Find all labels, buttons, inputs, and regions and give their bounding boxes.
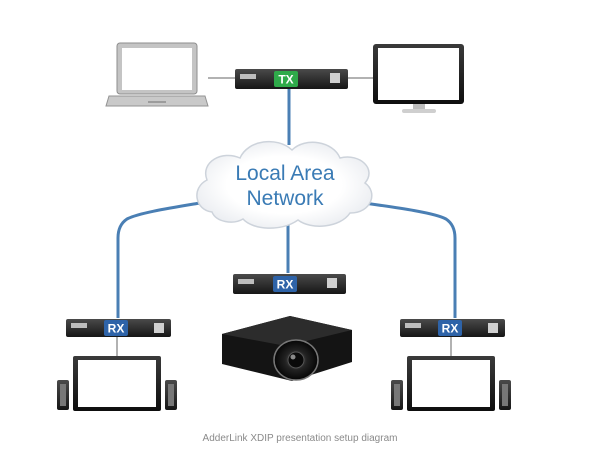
rx-receiver-box-left: RX <box>66 319 171 337</box>
rx-receiver-box-center: RX <box>233 274 346 294</box>
speaker-left-a-icon <box>57 380 69 410</box>
display-left-icon <box>73 356 161 411</box>
rx-receiver-box-right: RX <box>400 319 505 337</box>
projector-icon <box>222 316 352 381</box>
display-right-icon <box>407 356 495 411</box>
cloud-label-line1: Local Area <box>235 162 335 185</box>
lan-cloud: Local Area Network <box>196 140 373 229</box>
lan-links <box>116 89 457 318</box>
cloud-label-line2: Network <box>246 187 324 210</box>
monitor-icon <box>373 44 464 113</box>
speaker-right-a-icon <box>391 380 403 410</box>
rx-label-left: RX <box>108 322 125 336</box>
diagram-caption: AdderLink XDIP presentation setup diagra… <box>202 433 398 444</box>
speaker-right-b-icon <box>499 380 511 410</box>
tx-badge <box>274 71 298 87</box>
speaker-left-b-icon <box>165 380 177 410</box>
laptop-icon <box>105 42 209 107</box>
rx-label-center: RX <box>277 278 294 292</box>
tx-transmitter-box: TX <box>235 69 348 89</box>
tx-label: TX <box>278 73 293 87</box>
rx-label-right: RX <box>442 322 459 336</box>
